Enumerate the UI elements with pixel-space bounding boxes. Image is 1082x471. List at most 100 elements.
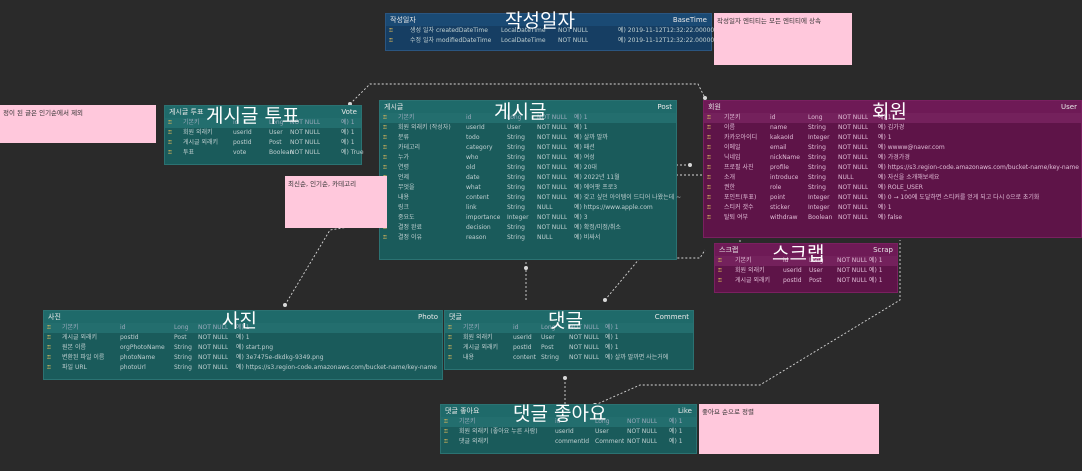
key-icon: ⚿ — [47, 335, 51, 341]
attribute-example: 예) 1 — [869, 267, 883, 274]
key-icon: ⚿ — [448, 355, 452, 361]
entity-header: 댓글 Comment — [445, 311, 693, 323]
attribute-field: decision — [466, 224, 491, 231]
attribute-field: todo — [466, 134, 480, 141]
attribute-type: LocalDateTime — [501, 37, 546, 44]
attribute-type: Long — [541, 324, 556, 331]
attribute-example: 예) 3 — [574, 214, 588, 221]
entity-header: 게시글 투표 Vote — [165, 106, 361, 118]
entity-english-name: Vote — [341, 108, 357, 116]
attribute-null: NULL — [537, 234, 553, 241]
entity-header: 게시글 Post — [380, 101, 676, 113]
attribute-field: role — [770, 184, 782, 191]
entity-english-name: User — [1061, 103, 1077, 111]
attribute-example: 예) 1 — [341, 139, 355, 146]
attribute-field: modifiedDateTime — [436, 37, 492, 44]
attribute-example: 예) 3e7475e-dkdkg-9349.png — [236, 354, 324, 361]
attribute-type: Post — [174, 334, 187, 341]
attribute-null: NOT NULL — [537, 154, 568, 161]
key-icon: ⚿ — [383, 145, 387, 151]
attribute-type: Long — [808, 114, 823, 121]
attribute-field: photoName — [120, 354, 156, 361]
attribute-label: 댓글 외래키 — [459, 438, 489, 445]
attribute-field: postId — [513, 344, 532, 351]
key-icon: ⚿ — [383, 165, 387, 171]
entity-korean-name: 작성일자 — [390, 16, 416, 24]
attribute-type: String — [507, 184, 525, 191]
attribute-label: 권한 — [724, 184, 736, 191]
attribute-field: id — [233, 119, 239, 126]
attribute-field: importance — [466, 214, 501, 221]
key-icon: ⚿ — [389, 38, 393, 44]
attribute-null: NOT NULL — [537, 224, 568, 231]
attribute-field: content — [466, 194, 489, 201]
attribute-label: 결정 완료 — [398, 224, 422, 231]
attribute-label: 이름 — [724, 124, 736, 131]
attribute-null: NOT NULL — [198, 324, 229, 331]
key-icon: ⚿ — [718, 268, 722, 274]
attribute-null: NOT NULL — [838, 214, 869, 221]
attribute-label: 중요도 — [398, 214, 415, 221]
attribute-label: 소개 — [724, 174, 736, 181]
attribute-example: 예) false — [878, 214, 903, 221]
attribute-label: 닉네임 — [724, 154, 741, 161]
attribute-label: 기본키 — [62, 324, 79, 331]
attribute-example: 예) 1 — [605, 344, 619, 351]
attribute-null: NOT NULL — [569, 324, 600, 331]
key-icon: ⚿ — [383, 135, 387, 141]
attribute-example: 예) start.png — [236, 344, 274, 351]
attribute-example: 예) 1 — [605, 334, 619, 341]
attribute-null: NOT NULL — [290, 139, 321, 146]
attribute-example: 예) ROLE_USER — [878, 184, 923, 191]
attribute-type: Comment — [595, 438, 625, 445]
entity-header: 회원 User — [704, 101, 1081, 113]
attribute-label: 결정 이유 — [398, 234, 422, 241]
attribute-example: 예) 2019-11-12T12:32:22.000000332 — [618, 37, 730, 44]
attribute-type: String — [507, 194, 525, 201]
entity-korean-name: 게시글 투표 — [169, 108, 204, 116]
attribute-null: NOT NULL — [569, 344, 600, 351]
attribute-example: 예) 0 → 100에 도달하면 스티커를 얻게 되고 다시 0으로 초기화 — [878, 194, 1040, 201]
entity-korean-name: 댓글 — [449, 313, 462, 321]
attribute-example: 예) 비싸서 — [574, 234, 601, 241]
attribute-type: String — [808, 184, 826, 191]
attribute-type: String — [507, 154, 525, 161]
attribute-example: 예) https://www.apple.com — [574, 204, 653, 211]
attribute-label: 회원 외래키 — [735, 267, 765, 274]
attribute-null: NOT NULL — [537, 164, 568, 171]
attribute-type: Long — [269, 119, 284, 126]
attribute-label: 기본키 — [735, 257, 752, 264]
attribute-field: postId — [233, 139, 252, 146]
entity-header: 작성일자 BaseTime — [386, 14, 711, 26]
key-icon: ⚿ — [707, 195, 711, 201]
attribute-type: User — [541, 334, 555, 341]
attribute-example: 예) https://s3.region-code.amazonaws.com/… — [878, 164, 1079, 171]
attribute-type: Integer — [507, 214, 529, 221]
attribute-example: 예) 1 — [605, 324, 619, 331]
attribute-label: 게시글 외래키 — [735, 277, 771, 284]
attribute-label: 파일 URL — [62, 364, 87, 371]
attribute-field: point — [770, 194, 786, 201]
attribute-type: Integer — [808, 134, 830, 141]
